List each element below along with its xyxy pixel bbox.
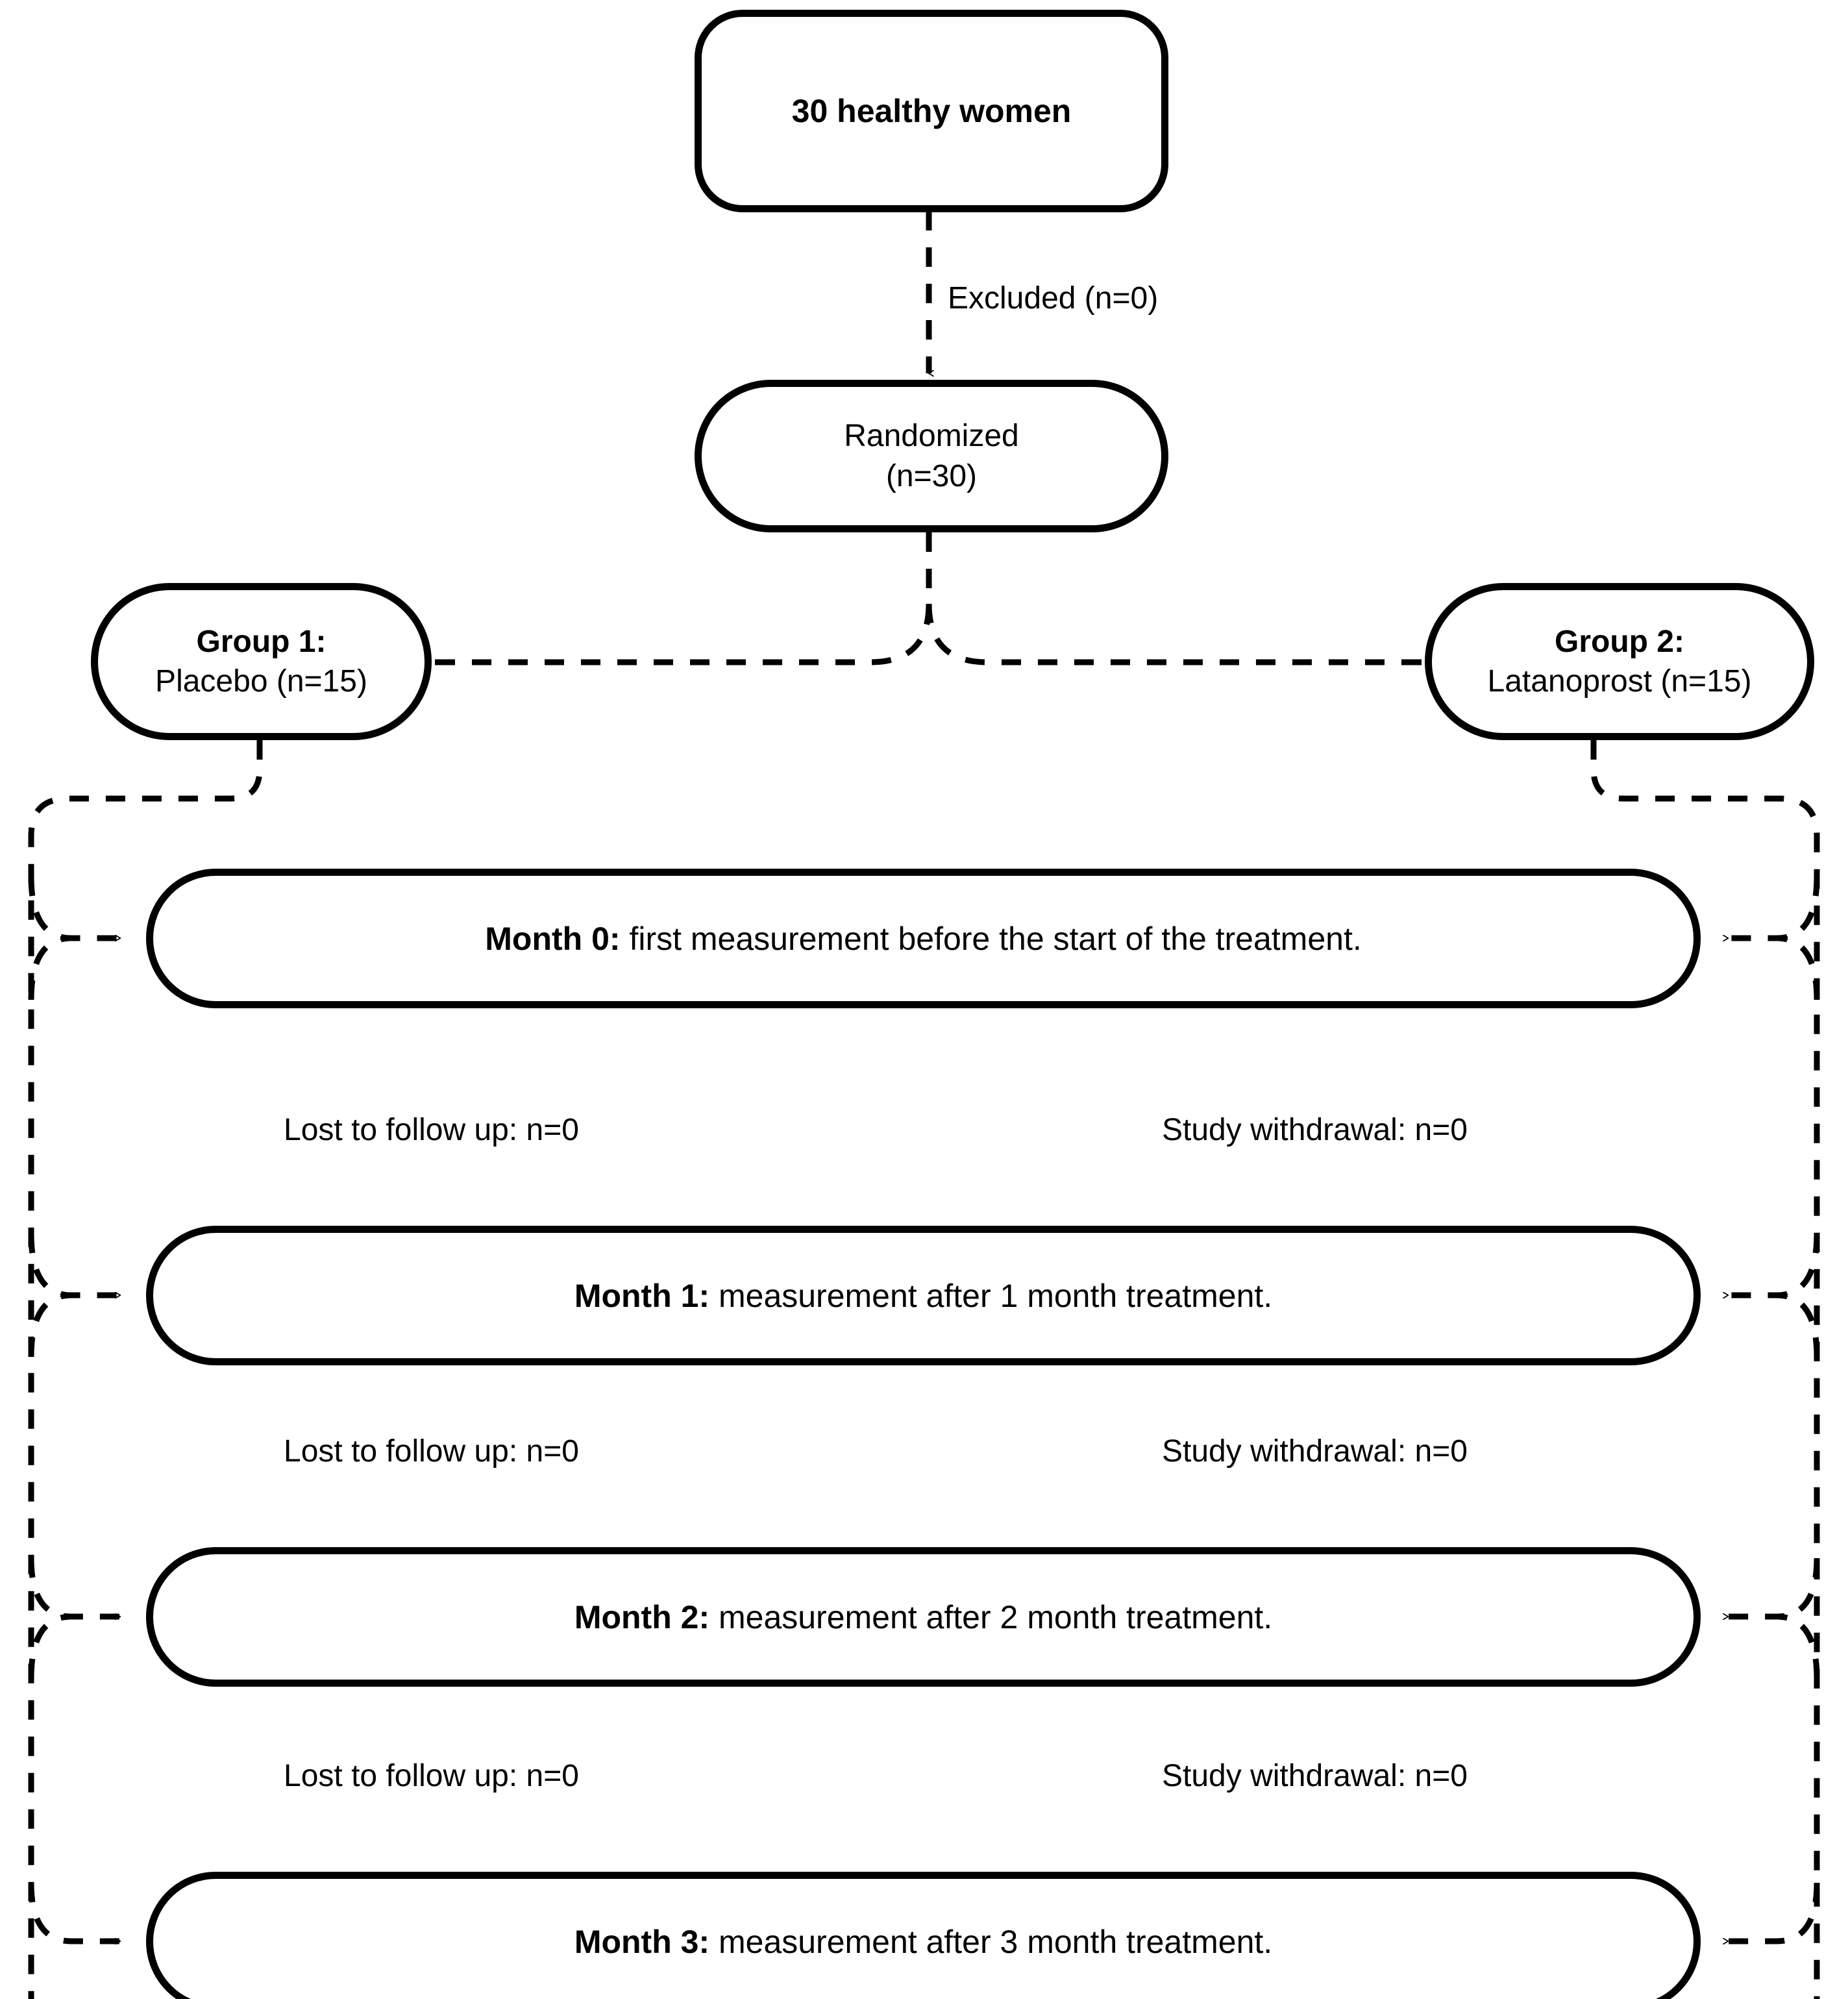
node-group-1-heading: Group 1: bbox=[196, 624, 326, 659]
edge-left-branch-month-0 bbox=[28, 876, 120, 1000]
node-group-2[interactable]: Group 2: Latanoprost (n=15) bbox=[1425, 583, 1814, 740]
node-month-0-label: Month 0: first measurement before the st… bbox=[473, 918, 1373, 960]
node-month-2-bold: Month 2: bbox=[574, 1598, 710, 1635]
node-month-3-bold: Month 3: bbox=[574, 1923, 710, 1960]
node-group-2-label: Group 2: Latanoprost (n=15) bbox=[1476, 622, 1764, 702]
node-month-2[interactable]: Month 2: measurement after 2 month treat… bbox=[146, 1547, 1701, 1687]
attrition-2-lost-label: Lost to follow up: n=0 bbox=[284, 1434, 579, 1469]
node-randomized-label: Randomized (n=30) bbox=[832, 416, 1030, 496]
node-enrollment[interactable]: 30 healthy women bbox=[695, 10, 1168, 212]
edge-left-branch-month-1 bbox=[28, 1233, 120, 1358]
node-randomized[interactable]: Randomized (n=30) bbox=[695, 380, 1168, 532]
node-month-3[interactable]: Month 3: measurement after 3 month treat… bbox=[146, 1872, 1701, 1999]
node-month-1[interactable]: Month 1: measurement after 1 month treat… bbox=[146, 1226, 1701, 1365]
edge-right-branch-month-2 bbox=[1728, 1558, 1820, 1679]
attrition-3-lost-label: Lost to follow up: n=0 bbox=[284, 1759, 579, 1793]
node-group-1-label: Group 1: Placebo (n=15) bbox=[143, 622, 379, 702]
node-group-1[interactable]: Group 1: Placebo (n=15) bbox=[91, 583, 432, 740]
node-randomized-line2: (n=30) bbox=[885, 458, 978, 493]
node-enrollment-label: 30 healthy women bbox=[791, 93, 1072, 129]
node-month-1-bold: Month 1: bbox=[574, 1277, 710, 1314]
edge-left-branch-month-2 bbox=[28, 1558, 120, 1679]
node-month-3-rest: measurement after 3 month treatment. bbox=[709, 1923, 1273, 1960]
edge-label-excluded: Excluded (n=0) bbox=[948, 281, 1159, 316]
edge-group1-bus bbox=[28, 740, 263, 1999]
node-randomized-line1: Randomized bbox=[844, 419, 1019, 454]
edge-right-branch-month-1 bbox=[1728, 1233, 1820, 1358]
edge-group2-bus bbox=[1590, 740, 1820, 1999]
attrition-3-withdrawal-label: Study withdrawal: n=0 bbox=[1162, 1759, 1468, 1793]
edge-right-branch-month-0 bbox=[1728, 876, 1820, 1000]
edge-left-branch-month-3 bbox=[28, 1882, 120, 1941]
node-month-0-rest: first measurement before the start of th… bbox=[620, 920, 1362, 957]
edge-right-branch-month-3 bbox=[1728, 1882, 1820, 1941]
node-month-2-label: Month 2: measurement after 2 month treat… bbox=[563, 1596, 1284, 1638]
node-month-1-rest: measurement after 1 month treatment. bbox=[709, 1277, 1273, 1314]
attrition-2-withdrawal-label: Study withdrawal: n=0 bbox=[1162, 1434, 1468, 1469]
node-group-2-detail: Latanoprost (n=15) bbox=[1487, 664, 1752, 699]
edge-randomized-split bbox=[260, 532, 1594, 662]
node-month-0[interactable]: Month 0: first measurement before the st… bbox=[146, 869, 1701, 1008]
node-group-1-detail: Placebo (n=15) bbox=[155, 664, 367, 699]
node-month-1-label: Month 1: measurement after 1 month treat… bbox=[563, 1275, 1284, 1317]
attrition-1-withdrawal-label: Study withdrawal: n=0 bbox=[1162, 1113, 1468, 1147]
node-group-2-heading: Group 2: bbox=[1554, 624, 1684, 659]
attrition-1-lost-label: Lost to follow up: n=0 bbox=[284, 1113, 579, 1147]
node-month-3-label: Month 3: measurement after 3 month treat… bbox=[563, 1921, 1284, 1963]
node-month-2-rest: measurement after 2 month treatment. bbox=[709, 1598, 1273, 1635]
node-month-0-bold: Month 0: bbox=[485, 920, 621, 957]
